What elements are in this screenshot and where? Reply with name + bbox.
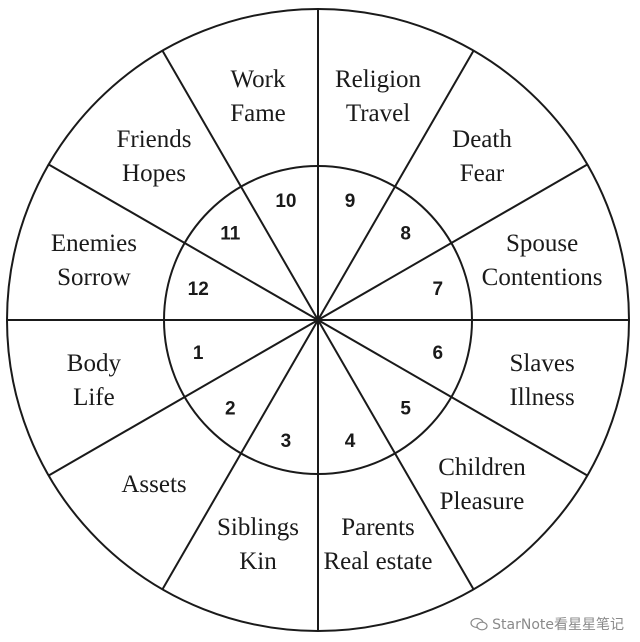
chat-bubbles-icon: [470, 617, 488, 631]
house-number-12: 12: [188, 279, 209, 300]
house-label-line: Enemies: [51, 230, 137, 257]
house-divider-line: [317, 319, 475, 590]
house-label-line: Pleasure: [440, 488, 525, 515]
house-label-line: Fear: [460, 160, 505, 187]
house-number-3: 3: [281, 431, 292, 452]
house-label-line: Real estate: [324, 548, 433, 575]
house-label-line: Contentions: [482, 264, 603, 291]
house-dividers: [7, 9, 629, 631]
house-number-6: 6: [433, 343, 444, 364]
house-2-label: Assets: [121, 471, 186, 498]
house-label-line: Hopes: [122, 160, 186, 187]
house-divider-line: [48, 319, 319, 477]
house-label-line: Assets: [121, 471, 186, 498]
house-number-9: 9: [345, 191, 356, 212]
house-label-line: Siblings: [217, 514, 299, 541]
house-number-5: 5: [400, 399, 411, 420]
house-label-line: Illness: [509, 384, 574, 411]
house-number-1: 1: [193, 343, 204, 364]
house-label-line: Sorrow: [57, 264, 131, 291]
house-label-line: Life: [73, 384, 115, 411]
house-label-line: Body: [67, 350, 122, 377]
house-number-7: 7: [433, 279, 444, 300]
house-label-line: Kin: [239, 548, 277, 575]
watermark-text: StarNote看星星笔记: [492, 617, 624, 633]
house-divider-line: [161, 50, 319, 321]
house-label-line: Children: [438, 454, 526, 481]
house-number-4: 4: [345, 431, 356, 452]
house-number-10: 10: [275, 191, 296, 212]
house-label-line: Death: [452, 126, 512, 153]
house-label-line: Friends: [117, 126, 192, 153]
house-label-line: Work: [231, 66, 286, 93]
house-number-8: 8: [400, 223, 411, 244]
house-label-line: Parents: [341, 514, 415, 541]
house-divider-line: [161, 319, 319, 590]
house-divider-line: [48, 163, 319, 321]
house-label-line: Fame: [230, 100, 286, 127]
watermark: StarNote看星星笔记: [470, 614, 624, 634]
house-divider-line: [317, 163, 588, 321]
house-label-line: Spouse: [506, 230, 578, 257]
house-divider-line: [317, 319, 588, 477]
house-label-line: Slaves: [509, 350, 574, 377]
house-label-line: Religion: [335, 66, 422, 93]
house-label-line: Travel: [346, 100, 410, 127]
house-divider-line: [317, 50, 475, 321]
house-number-2: 2: [225, 399, 236, 420]
house-number-11: 11: [220, 223, 241, 244]
